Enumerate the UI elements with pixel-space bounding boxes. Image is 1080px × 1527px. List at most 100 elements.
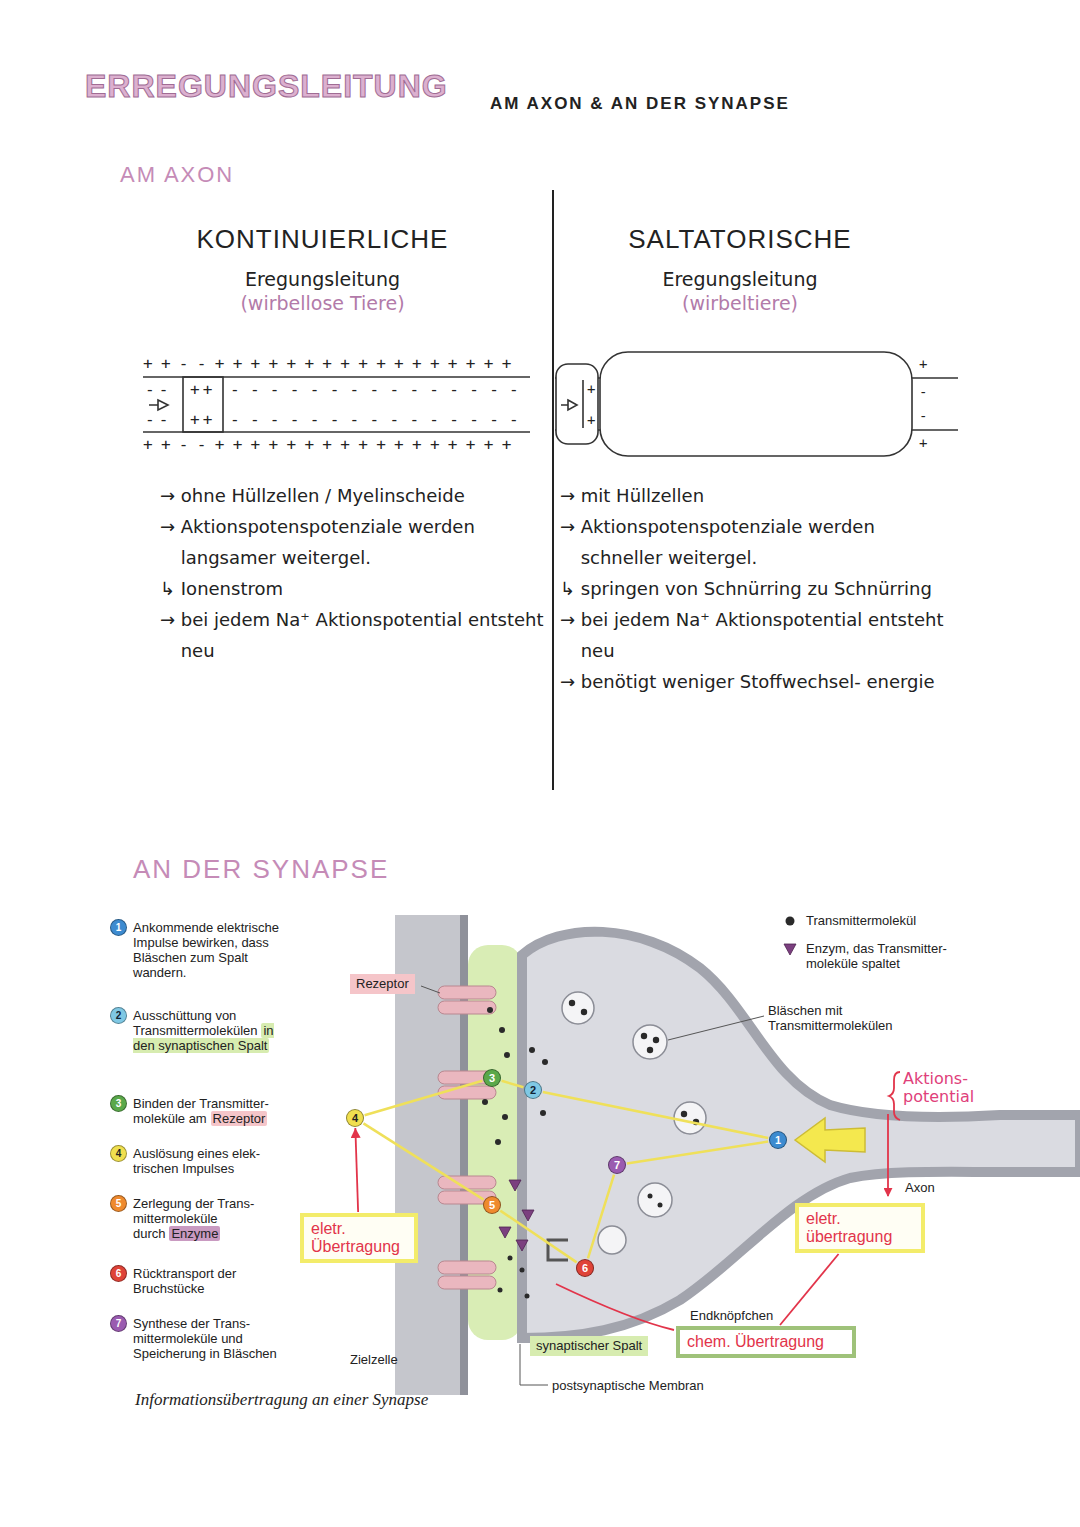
step-description: Auslösung eines elek- trischen Impulses <box>133 1146 260 1176</box>
receptor <box>438 1276 496 1289</box>
charge-sign: - <box>919 409 927 423</box>
bullet-note: ↳ Ionenstrom <box>160 573 545 604</box>
part-label: Zielzelle <box>350 1352 398 1367</box>
receptor <box>438 1176 496 1189</box>
transmitter-dot <box>482 1099 488 1105</box>
bullet-note: → bei jedem Na⁺ Aktionspotential entsteh… <box>560 604 960 666</box>
connector <box>365 1081 483 1115</box>
column-heading: SALTATORISCHE <box>570 224 910 255</box>
transmitter-dot <box>648 1194 653 1199</box>
charge-sign: + <box>919 357 927 371</box>
column-subheading: Eregungsleitung <box>570 268 910 290</box>
transmitter-dot <box>502 1114 508 1120</box>
receptor-tag: Rezeptor <box>350 974 415 994</box>
vesicle <box>598 1226 626 1254</box>
transmitter-dot <box>508 1256 513 1261</box>
callout-number: 7 <box>608 1156 626 1174</box>
step-item: 3Binden der Transmitter- moleküle amReze… <box>110 1096 290 1126</box>
callout-text: 4 <box>352 1113 358 1124</box>
axon-terminal <box>522 932 1080 1338</box>
step-number: 7 <box>110 1315 127 1332</box>
enzyme <box>499 1227 511 1238</box>
callout-text: 7 <box>614 1160 620 1171</box>
bullet-note: → Aktionspotenspotenziale werden langsam… <box>160 511 545 573</box>
callout-number: 5 <box>483 1196 501 1214</box>
connector <box>363 1123 483 1199</box>
myelinated-axon <box>555 352 958 456</box>
box-text: chem. Übertragung <box>687 1333 845 1351</box>
excited-segment <box>183 377 223 432</box>
receptors <box>438 986 496 1289</box>
impulse-arrow <box>795 1118 865 1162</box>
legend-text: Enzym, das Transmitter- moleküle spaltet <box>806 941 982 971</box>
callout-text: 6 <box>582 1263 588 1274</box>
transmitter-dot <box>495 1139 501 1145</box>
step-number: 2 <box>110 1007 127 1024</box>
direction-arrow <box>561 400 577 410</box>
callout-number: 4 <box>346 1109 364 1127</box>
step-text: Auslösung eines elek- trischen Impulses <box>133 1146 290 1176</box>
connectors <box>355 1081 838 1325</box>
callout-text: 5 <box>489 1200 495 1211</box>
section-heading: AM AXON <box>120 162 234 188</box>
part-label: Bläschen mit Transmittermolekülen <box>768 1003 918 1033</box>
charge-row: -- <box>145 412 172 428</box>
leader-line <box>421 986 440 993</box>
box-text: eletr. übertragung <box>806 1210 914 1246</box>
synapse-illustration <box>395 915 1080 1395</box>
enzyme <box>516 1240 528 1251</box>
step-item: 7 Synthese der Trans- mittermoleküle und … <box>110 1316 290 1361</box>
vesicle <box>633 1025 667 1059</box>
callout-number: 2 <box>524 1081 542 1099</box>
segment-line <box>582 380 584 428</box>
charge-row: --------------- <box>230 412 529 428</box>
bullet-note: → benötigt weniger Stoffwechsel- energie <box>560 666 960 697</box>
transmitter-dot <box>542 1059 548 1065</box>
callout-text: 2 <box>530 1085 536 1096</box>
charge-sign: + <box>587 382 595 396</box>
callout-text: 3 <box>489 1073 495 1084</box>
column-note: (wirbellose Tiere) <box>150 292 495 314</box>
bullet-note: ↳ springen von Schnürring zu Schnürring <box>560 573 960 604</box>
enzymes <box>499 1180 534 1251</box>
transmitter-molecules <box>482 1000 699 1299</box>
bullet-note: → mit Hüllzellen <box>560 480 960 511</box>
transmitter-dot <box>641 1033 647 1039</box>
column-note: (wirbeltiere) <box>570 292 910 314</box>
direction-arrow <box>149 400 168 410</box>
connector <box>627 1142 768 1164</box>
charge-row: -- <box>145 382 172 398</box>
bullet-note: → bei jedem Na⁺ Aktionspotential entsteh… <box>160 604 545 666</box>
step-text: Synthese der Trans- mittermoleküle und S… <box>133 1316 290 1361</box>
receptor <box>438 986 496 999</box>
transmitter-dot <box>681 1111 687 1117</box>
step-item: 5Zerlegung der Trans- mittermoleküle dur… <box>110 1196 290 1241</box>
charge-sign: - <box>919 385 927 399</box>
charge-sign: + <box>587 413 595 427</box>
step-description: Rücktransport der Bruchstücke <box>133 1266 236 1296</box>
page-title: ERREGUNGSLEITUNG <box>85 68 448 105</box>
charge-row: --------------- <box>230 382 529 398</box>
step-item: 6Rücktransport der Bruchstücke <box>110 1266 290 1296</box>
step-item: 2Ausschüttung von Transmittermolekülenin… <box>110 1008 290 1053</box>
transmitter-dot <box>647 1047 653 1053</box>
part-label: Axon <box>905 1180 935 1195</box>
part-label: postsynaptische Membran <box>552 1378 704 1393</box>
step-number: 1 <box>110 919 127 936</box>
vesicle <box>674 1102 706 1134</box>
note-box: eletr. Übertragung <box>300 1213 418 1263</box>
molecule-symbol <box>786 917 795 926</box>
box-text: Rezeptor <box>356 975 409 993</box>
legend-swatch <box>782 913 798 929</box>
highlighted-term: Enzyme <box>169 1226 220 1241</box>
transmitter-dot <box>487 1007 493 1013</box>
section-heading: AN DER SYNAPSE <box>133 854 389 885</box>
callout-number: 1 <box>769 1131 787 1149</box>
step-description: Ankommende elektrische Impulse bewirken,… <box>133 920 279 980</box>
node-of-ranvier <box>556 364 598 444</box>
connector <box>780 1254 839 1325</box>
bullet-column: → ohne Hüllzellen / Myelinscheide→ Aktio… <box>160 480 545 666</box>
step-item: 4Auslösung eines elek- trischen Impulses <box>110 1146 290 1176</box>
